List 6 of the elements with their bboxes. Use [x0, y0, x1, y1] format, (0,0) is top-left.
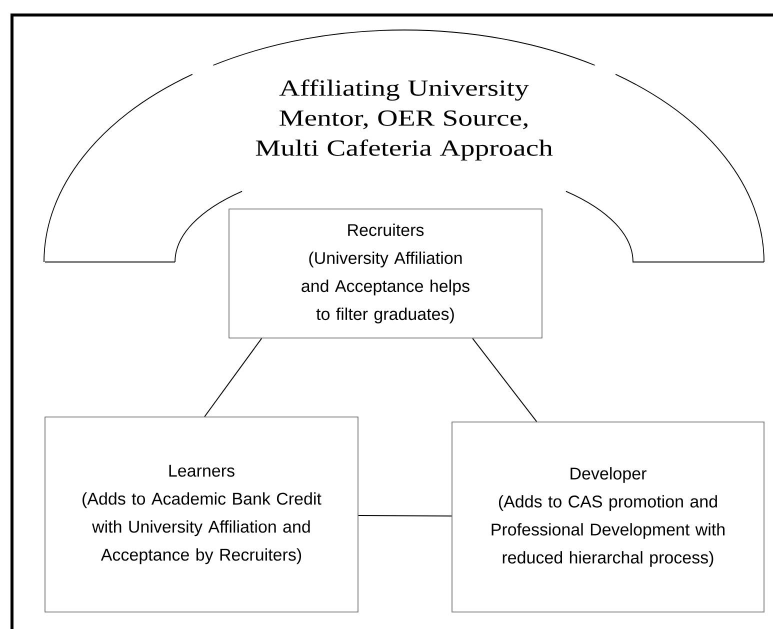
text-box: Learners (Adds to Academic Bank Credit with University Affiliation and Acceptance by Recruiters): [44, 416, 358, 612]
connector-line: [472, 338, 538, 422]
text-box: Developer (Adds to CAS promotion and Professional Development with reduced hierarchal process): [452, 422, 764, 612]
text-box: Recruiters (University Affiliation and Acceptance helps to filter graduates): [228, 208, 542, 338]
connector-line: [204, 338, 262, 418]
connector-line: [358, 514, 452, 517]
